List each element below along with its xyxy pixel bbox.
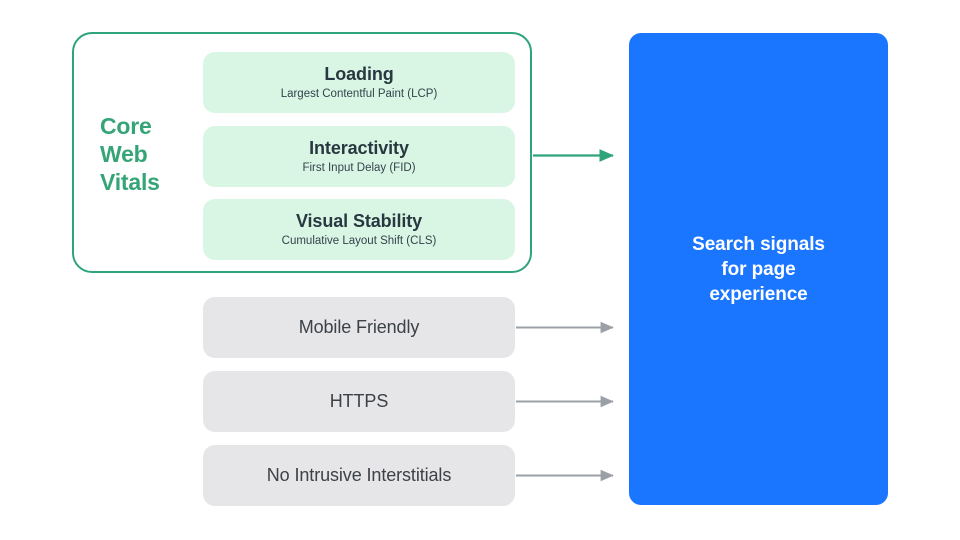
metric-subtitle-fid: First Input Delay (FID) xyxy=(302,161,416,174)
signal-label-https: HTTPS xyxy=(329,391,389,411)
metric-card-visual-stability[interactable]: Visual Stability Cumulative Layout Shift… xyxy=(203,199,515,260)
search-signals-result-label: Search signals for page experience xyxy=(692,233,825,305)
metric-title-interactivity: Interactivity xyxy=(309,137,409,158)
metric-card-loading[interactable]: Loading Largest Contentful Paint (LCP) xyxy=(203,52,515,113)
signal-card-no-intrusive-interstitials[interactable]: No Intrusive Interstitials xyxy=(203,445,515,506)
core-web-vitals-group-border xyxy=(72,32,532,273)
metric-subtitle-lcp: Largest Contentful Paint (LCP) xyxy=(280,87,438,100)
metric-title-loading: Loading xyxy=(324,63,394,84)
signal-label-mobile-friendly: Mobile Friendly xyxy=(298,317,420,337)
metric-title-visual-stability: Visual Stability xyxy=(295,210,423,231)
signal-card-https[interactable]: HTTPS xyxy=(203,371,515,432)
metric-subtitle-cls: Cumulative Layout Shift (CLS) xyxy=(281,234,437,247)
signal-label-no-intrusive-interstitials: No Intrusive Interstitials xyxy=(266,465,452,485)
signal-card-mobile-friendly[interactable]: Mobile Friendly xyxy=(203,297,515,358)
metric-card-interactivity[interactable]: Interactivity First Input Delay (FID) xyxy=(203,126,515,187)
core-web-vitals-group-label: Core Web Vitals xyxy=(100,113,160,195)
search-signals-result-panel[interactable]: Search signals for page experience xyxy=(629,33,888,505)
